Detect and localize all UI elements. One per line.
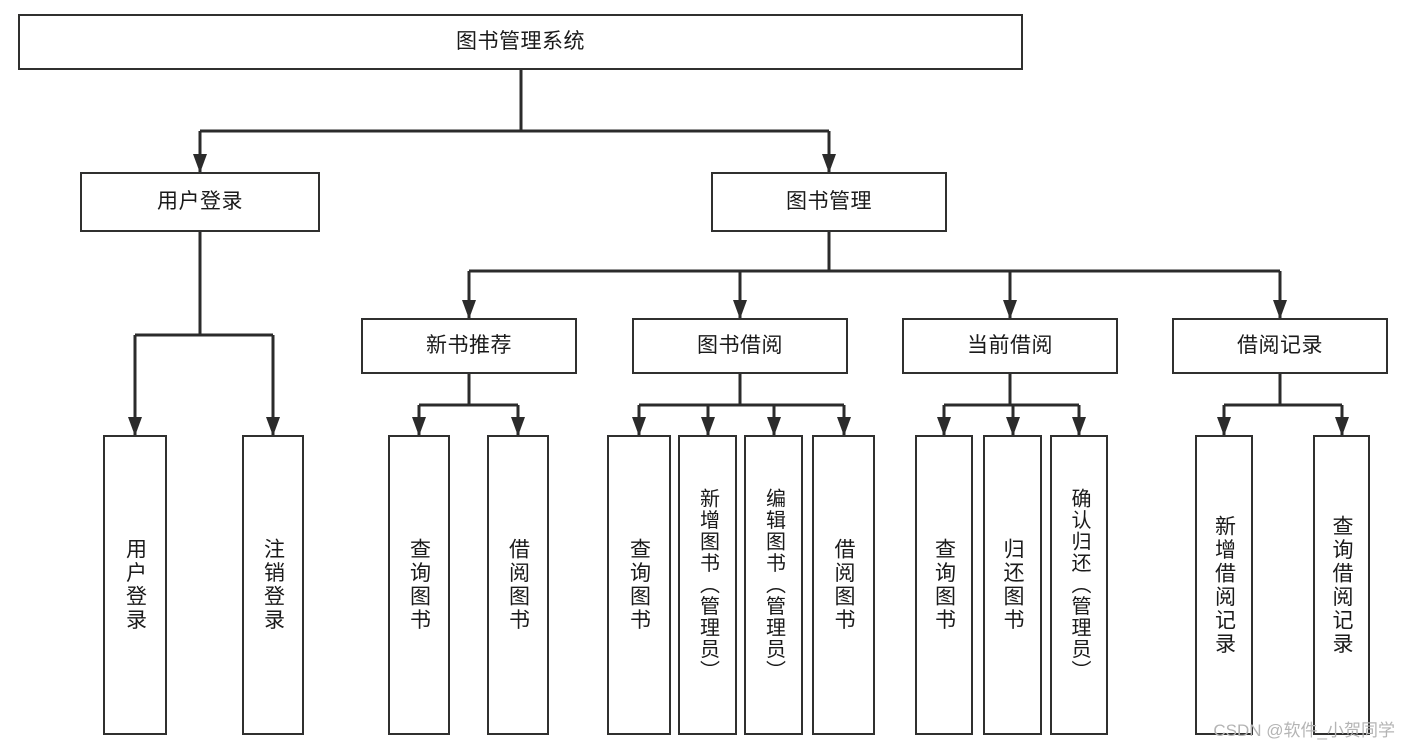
arrowhead-icon-leaf-query-book-1 <box>412 417 426 436</box>
node-label-leaf-return-book: 归还图书 <box>1001 538 1024 632</box>
node-leaf-user-login[interactable]: 用户登录 <box>103 435 167 735</box>
arrowhead-icon-leaf-user-login <box>128 417 142 436</box>
node-leaf-user-logout[interactable]: 注销登录 <box>242 435 304 735</box>
node-label-leaf-query-book-3: 查询图书 <box>932 538 956 632</box>
node-leaf-borrow-book-1[interactable]: 借阅图书 <box>487 435 549 735</box>
node-leaf-return-book[interactable]: 归还图书 <box>983 435 1042 735</box>
node-borrow-record[interactable]: 借阅记录 <box>1172 318 1388 374</box>
node-label-leaf-user-logout: 注销登录 <box>261 538 285 632</box>
node-new-book-recommend[interactable]: 新书推荐 <box>361 318 577 374</box>
node-label-leaf-add-book: 新增图书（管理员） <box>696 488 719 682</box>
arrowhead-icon-leaf-borrow-book-2 <box>837 417 851 436</box>
node-leaf-borrow-book-2[interactable]: 借阅图书 <box>812 435 875 735</box>
arrowhead-icon-leaf-edit-book <box>767 417 781 436</box>
node-leaf-query-book-2[interactable]: 查询图书 <box>607 435 671 735</box>
node-user-login[interactable]: 用户登录 <box>80 172 320 232</box>
node-label-leaf-query-borrow-record: 查询借阅记录 <box>1330 514 1353 656</box>
arrowhead-icon-leaf-query-book-2 <box>632 417 646 436</box>
arrowhead-icon-new-book-recommend <box>462 300 476 319</box>
node-label-current-borrow: 当前借阅 <box>967 333 1053 357</box>
arrowhead-icon-current-borrow <box>1003 300 1017 319</box>
node-label-root: 图书管理系统 <box>456 29 585 53</box>
node-leaf-query-borrow-record[interactable]: 查询借阅记录 <box>1313 435 1370 735</box>
node-label-leaf-confirm-return: 确认归还（管理员） <box>1068 488 1090 682</box>
node-label-book-manage: 图书管理 <box>786 189 872 213</box>
node-label-leaf-edit-book: 编辑图书（管理员） <box>762 488 785 682</box>
node-leaf-add-borrow-record[interactable]: 新增借阅记录 <box>1195 435 1253 735</box>
node-root[interactable]: 图书管理系统 <box>18 14 1023 70</box>
arrowhead-icon-leaf-user-logout <box>266 417 280 436</box>
arrowhead-icon-borrow-record <box>1273 300 1287 319</box>
node-book-manage[interactable]: 图书管理 <box>711 172 947 232</box>
arrowhead-icon-leaf-query-book-3 <box>937 417 951 436</box>
node-leaf-edit-book[interactable]: 编辑图书（管理员） <box>744 435 803 735</box>
node-label-leaf-borrow-book-2: 借阅图书 <box>832 538 855 632</box>
arrowhead-icon-leaf-confirm-return <box>1072 417 1086 436</box>
arrowhead-icon-leaf-return-book <box>1006 417 1020 436</box>
arrowhead-icon-user-login <box>193 154 207 173</box>
node-label-user-login: 用户登录 <box>157 189 243 213</box>
arrowhead-icon-leaf-query-borrow-record <box>1335 417 1349 436</box>
node-label-leaf-add-borrow-record: 新增借阅记录 <box>1212 514 1236 656</box>
arrowhead-icon-leaf-add-book <box>701 417 715 436</box>
node-label-new-book-recommend: 新书推荐 <box>426 333 512 357</box>
node-label-leaf-user-login: 用户登录 <box>123 538 147 632</box>
node-leaf-query-book-1[interactable]: 查询图书 <box>388 435 450 735</box>
node-leaf-add-book[interactable]: 新增图书（管理员） <box>678 435 737 735</box>
arrowhead-icon-book-manage <box>822 154 836 173</box>
arrowhead-icon-leaf-add-borrow-record <box>1217 417 1231 436</box>
node-current-borrow[interactable]: 当前借阅 <box>902 318 1118 374</box>
node-label-leaf-query-book-1: 查询图书 <box>407 538 431 632</box>
node-label-leaf-borrow-book-1: 借阅图书 <box>506 538 530 632</box>
node-book-borrow[interactable]: 图书借阅 <box>632 318 848 374</box>
node-leaf-query-book-3[interactable]: 查询图书 <box>915 435 973 735</box>
node-label-book-borrow: 图书借阅 <box>697 333 783 357</box>
node-label-leaf-query-book-2: 查询图书 <box>627 538 651 632</box>
node-leaf-confirm-return[interactable]: 确认归还（管理员） <box>1050 435 1108 735</box>
watermark-text: CSDN @软件_小贺同学 <box>1213 721 1395 740</box>
arrowhead-icon-leaf-borrow-book-1 <box>511 417 525 436</box>
node-label-borrow-record: 借阅记录 <box>1237 333 1323 357</box>
arrowhead-icon-book-borrow <box>733 300 747 319</box>
